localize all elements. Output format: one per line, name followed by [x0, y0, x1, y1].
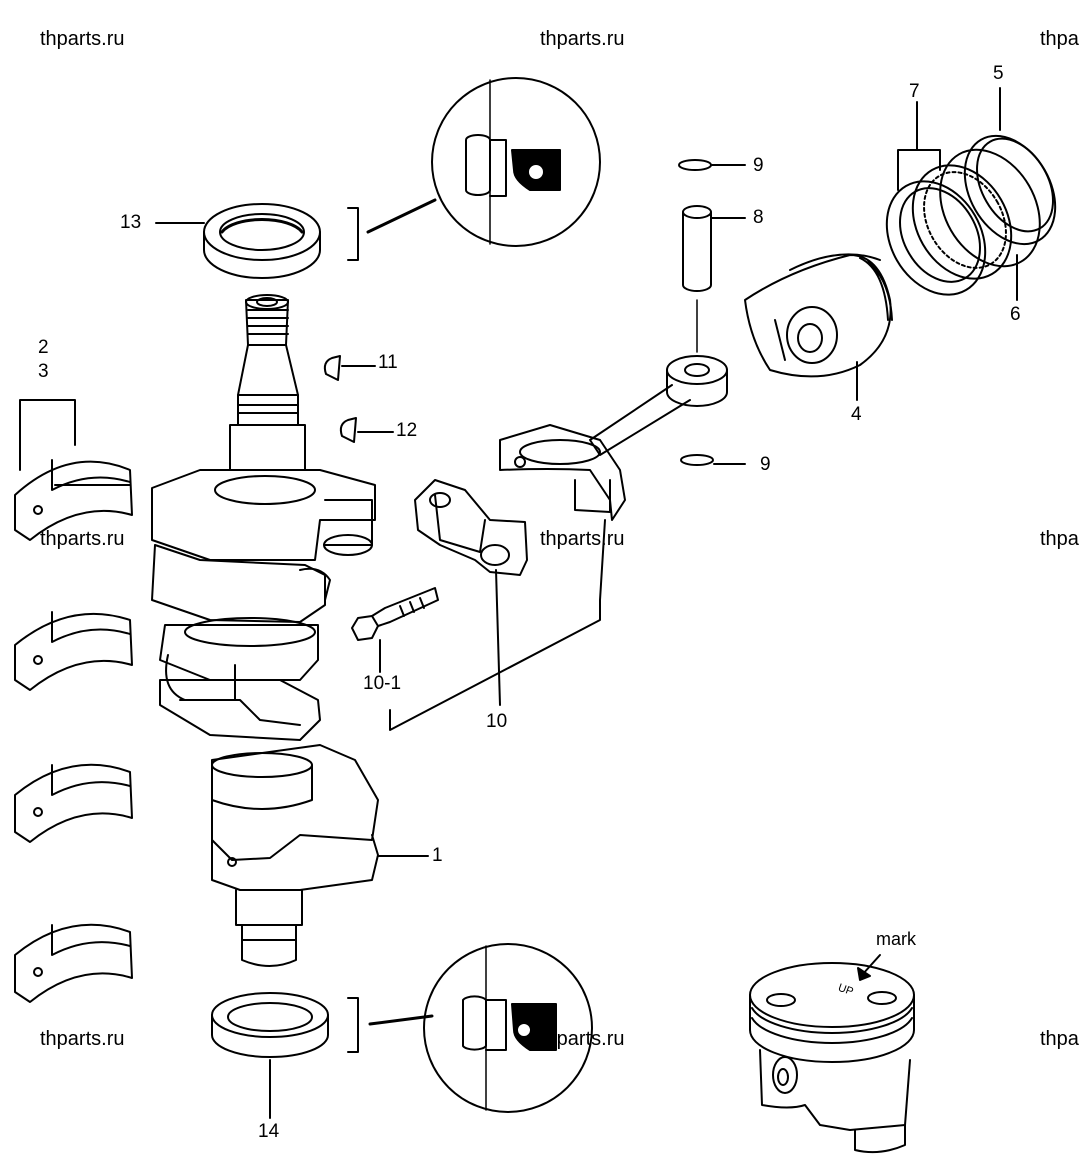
watermark: thparts.ru: [1040, 528, 1080, 550]
key-12: [339, 417, 394, 443]
label-10: 10: [486, 711, 508, 732]
bearing-2: [14, 611, 133, 691]
watermark: thparts.ru: [40, 528, 125, 550]
rod-callout-line: [389, 519, 606, 731]
label-12: 12: [396, 420, 418, 441]
watermark: thparts.ru: [540, 528, 625, 550]
circlip-top: [678, 159, 746, 171]
label-14: 14: [258, 1121, 280, 1142]
circlip-bottom: [680, 454, 746, 466]
label-9-bottom: 9: [760, 454, 771, 475]
watermark: thparts.ru: [540, 1028, 625, 1050]
rod-cap: [414, 479, 528, 576]
leader-10: [495, 569, 501, 706]
oil-seal-bottom: [211, 992, 329, 1119]
label-8: 8: [753, 207, 764, 228]
label-1: 1: [432, 845, 443, 866]
piston-rings: [885, 87, 1057, 301]
watermark: thparts.ru: [40, 28, 125, 50]
detail-circle-top: [431, 77, 601, 247]
watermark: thparts.ru: [40, 1028, 125, 1050]
watermark: thparts.ru: [1040, 1028, 1080, 1050]
leader-seal-bottom-detail: [368, 1014, 434, 1026]
bracket-seal-top: [347, 207, 359, 261]
bearing-set: [14, 399, 133, 1003]
piston-mark-view: [749, 954, 915, 1154]
key-11: [323, 355, 376, 381]
label-7: 7: [909, 81, 920, 102]
label-4: 4: [851, 404, 862, 425]
label-10-1: 10-1: [363, 673, 402, 694]
label-13: 13: [120, 212, 142, 233]
bracket-seal-bottom: [347, 997, 359, 1053]
label-6: 6: [1010, 304, 1021, 325]
label-11: 11: [378, 352, 398, 373]
bearing-3: [14, 763, 133, 843]
connecting-rod: [499, 355, 728, 521]
watermark: thparts.ru: [1040, 28, 1080, 50]
label-5: 5: [993, 63, 1004, 84]
leader-seal-top-detail: [366, 198, 437, 234]
piston-pin: [682, 205, 746, 292]
label-3: 3: [38, 361, 49, 382]
crankshaft: [151, 294, 379, 967]
label-9-top: 9: [753, 155, 764, 176]
watermark: thparts.ru: [540, 28, 625, 50]
detail-circle-bottom: [423, 943, 593, 1113]
label-2: 2: [38, 337, 49, 358]
piston: [744, 253, 893, 401]
oil-seal-top: [203, 203, 321, 279]
rod-bolt: [351, 587, 439, 641]
bearing-4: [14, 923, 133, 1003]
bearing-1: [14, 459, 133, 541]
label-mark: mark: [876, 929, 916, 949]
